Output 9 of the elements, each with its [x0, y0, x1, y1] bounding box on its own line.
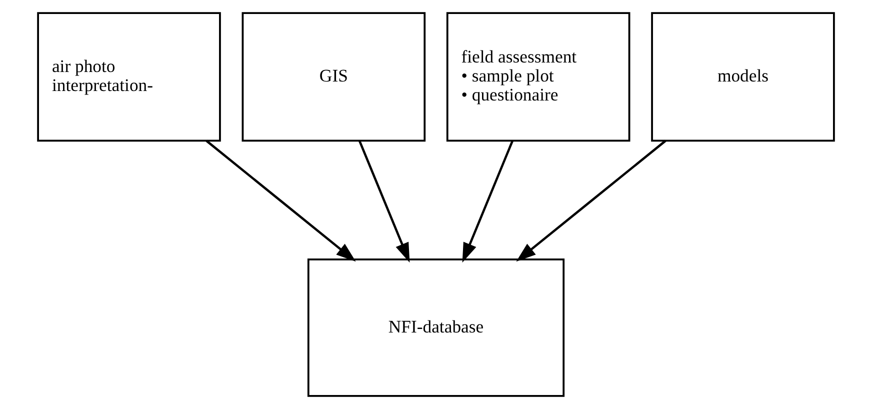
- arrow: [516, 140, 666, 262]
- arrow: [205, 140, 356, 262]
- node-box: field assessment • sample plot • questionaire: [446, 12, 630, 142]
- node-box: air photo interpretation-: [36, 12, 220, 142]
- node-box: GIS: [241, 12, 426, 142]
- node-box: NFI-database: [306, 258, 564, 397]
- arrow: [462, 140, 514, 263]
- node-box: models: [650, 12, 834, 142]
- arrow: [358, 140, 410, 263]
